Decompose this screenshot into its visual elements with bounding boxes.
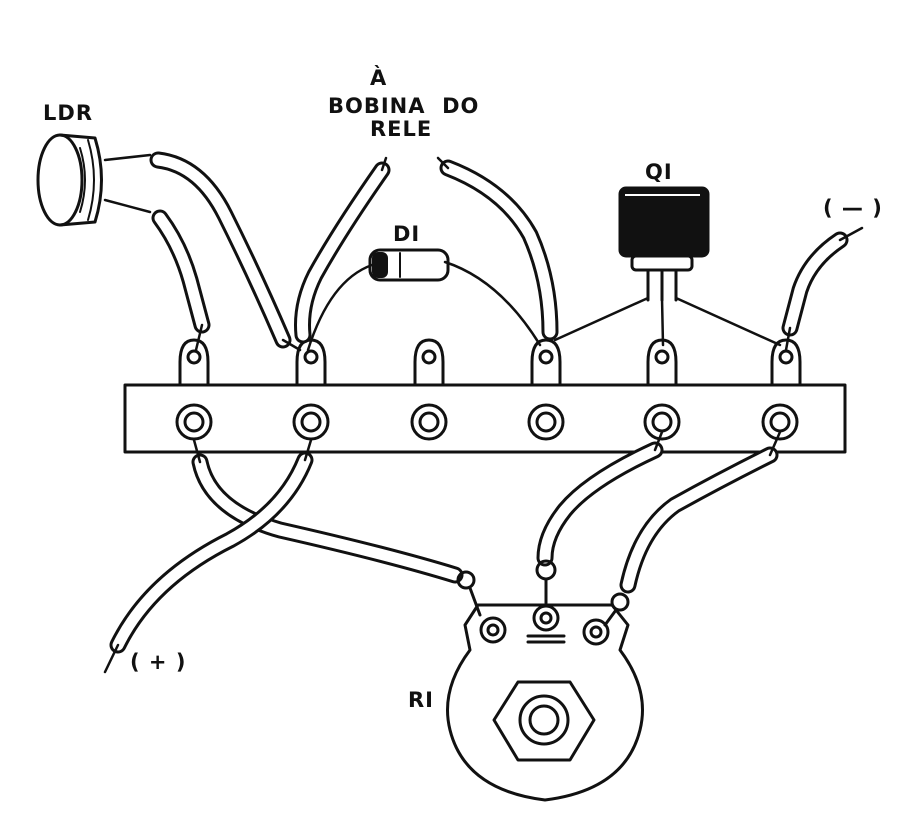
solder-joints (456, 559, 630, 627)
relay-label-accent: À (370, 66, 388, 90)
wire-minus (781, 226, 864, 352)
ldr-label: LDR (43, 101, 93, 125)
lug-4 (530, 338, 562, 387)
q1-label: QI (645, 160, 673, 184)
rivet-4 (527, 403, 565, 441)
wire-relay-left (294, 156, 391, 344)
potentiometer-r1 (446, 603, 644, 802)
plus-label: ( + ) (130, 650, 187, 674)
diode-d1 (306, 248, 542, 352)
wire-to-r1-center (536, 430, 664, 567)
lug-5 (646, 338, 678, 387)
wire-plus (103, 438, 314, 674)
wire-to-r1-left (191, 438, 464, 584)
rivet-2 (292, 403, 330, 441)
wire-to-r1-right (619, 430, 782, 594)
lug-1 (178, 338, 210, 387)
lug-3 (413, 338, 445, 387)
rivet-3 (410, 403, 448, 441)
relay-label-line2: RELE (370, 117, 433, 141)
wire-ldr-upper (149, 151, 302, 352)
rivet-1 (175, 403, 213, 441)
lug-2 (295, 338, 327, 387)
wire-relay-right (436, 156, 559, 341)
minus-label: ( — ) (823, 196, 883, 220)
relay-label-line1: BOBINA DO (328, 94, 480, 118)
d1-label: DI (393, 222, 421, 246)
ldr-component (36, 133, 152, 227)
terminal-strip (123, 338, 847, 454)
strip-body (123, 383, 847, 454)
transistor-q1 (553, 186, 782, 347)
r1-label: RI (408, 688, 434, 712)
wire-ldr-lower (151, 209, 211, 352)
